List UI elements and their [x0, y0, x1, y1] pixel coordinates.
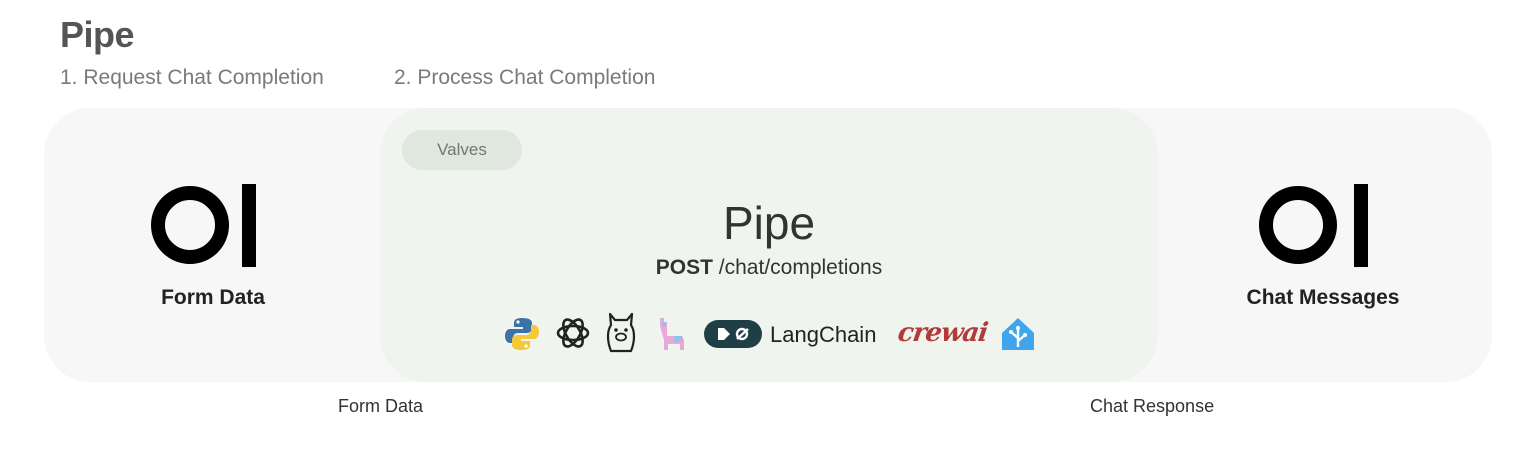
openai-icon — [556, 318, 590, 348]
home-assistant-icon — [1002, 318, 1034, 350]
http-method: POST — [655, 256, 713, 279]
langchain-label: LangChain — [770, 322, 877, 347]
pipe-title: Pipe — [722, 197, 816, 249]
openwebui-logo-icon — [1259, 184, 1368, 267]
step-2-label: 2. Process Chat Completion — [394, 66, 656, 89]
page-title: Pipe — [60, 14, 135, 55]
langchain-icon — [704, 320, 762, 348]
llama-icon — [606, 312, 636, 353]
python-icon — [505, 318, 539, 350]
step-1-label: 1. Request Chat Completion — [60, 66, 324, 89]
left-node-label: Form Data — [161, 286, 265, 309]
edge-label-form-data: Form Data — [338, 396, 424, 416]
crewai-logo: crewai — [895, 318, 990, 348]
valves-button[interactable]: Valves — [402, 130, 522, 170]
endpoint-path: /chat/completions — [718, 256, 883, 279]
right-node-label: Chat Messages — [1246, 286, 1400, 309]
pipe-endpoint: POST /chat/completions — [380, 256, 1158, 280]
edge-label-chat-response: Chat Response — [1090, 396, 1215, 416]
openwebui-logo-icon — [151, 184, 256, 267]
alpaca-icon — [660, 318, 684, 350]
